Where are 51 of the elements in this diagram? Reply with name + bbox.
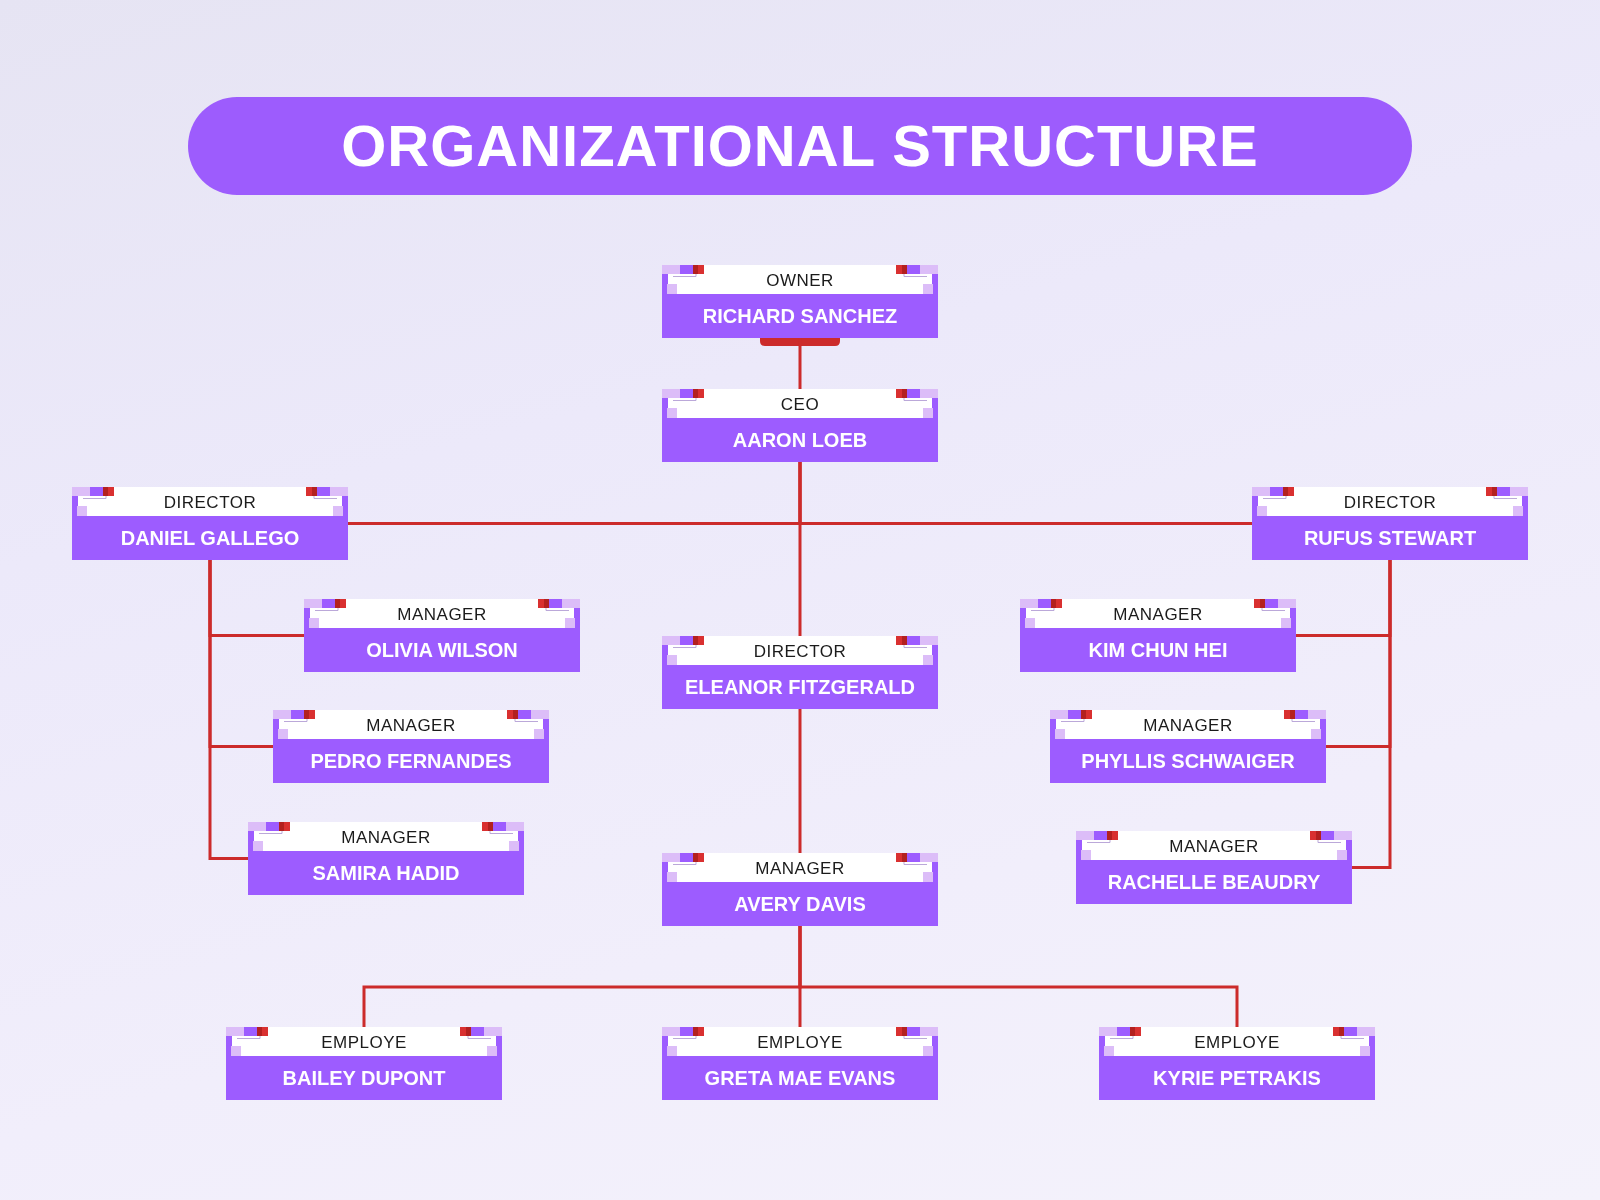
person-name: KIM CHUN HEI — [1088, 638, 1228, 663]
person-name: AVERY DAVIS — [734, 892, 866, 917]
org-card — [248, 822, 524, 895]
person-name: AARON LOEB — [732, 428, 868, 453]
person-name: RACHELLE BEAUDRY — [1107, 870, 1321, 895]
role-title: MANAGER — [1143, 715, 1233, 737]
role-title: DIRECTOR — [1343, 492, 1437, 514]
person-name: SAMIRA HADID — [312, 861, 460, 886]
org-card — [72, 487, 348, 560]
person-name: RUFUS STEWART — [1303, 526, 1477, 551]
role-title: EMPLOYE — [757, 1032, 843, 1054]
role-title: MANAGER — [341, 827, 431, 849]
person-name: KYRIE PETRAKIS — [1153, 1066, 1321, 1091]
org-card — [662, 636, 938, 709]
person-name: GRETA MAE EVANS — [704, 1066, 896, 1091]
org-card — [662, 265, 938, 338]
role-title: OWNER — [766, 270, 834, 292]
org-card — [226, 1027, 502, 1100]
person-name: BAILEY DUPONT — [282, 1066, 446, 1091]
org-card — [1020, 599, 1296, 672]
org-card — [1252, 487, 1528, 560]
role-title: MANAGER — [1113, 604, 1203, 626]
role-title: DIRECTOR — [163, 492, 257, 514]
person-name: OLIVIA WILSON — [366, 638, 518, 663]
person-name: PEDRO FERNANDES — [310, 749, 512, 774]
role-title: CEO — [780, 394, 820, 416]
connector-line — [208, 560, 248, 860]
person-name: PHYLLIS SCHWAIGER — [1081, 749, 1295, 774]
title-text: ORGANIZATIONAL STRUCTURE — [341, 113, 1259, 179]
person-name: ELEANOR FITZGERALD — [685, 675, 915, 700]
org-card — [662, 853, 938, 926]
role-title: EMPLOYE — [1194, 1032, 1280, 1054]
org-card — [662, 389, 938, 462]
connector-line — [798, 462, 802, 636]
org-card — [273, 710, 549, 783]
org-card — [304, 599, 580, 672]
person-name: RICHARD SANCHEZ — [702, 304, 898, 329]
role-title: EMPLOYE — [321, 1032, 407, 1054]
org-card — [662, 1027, 938, 1100]
person-name: DANIEL GALLEGO — [120, 526, 300, 551]
connector-line — [798, 926, 1239, 1027]
connector-line — [1352, 560, 1392, 869]
org-card — [1076, 831, 1352, 904]
role-title: MANAGER — [1169, 836, 1259, 858]
role-title: MANAGER — [397, 604, 487, 626]
role-title: MANAGER — [755, 858, 845, 880]
org-card — [1050, 710, 1326, 783]
role-title: DIRECTOR — [753, 641, 847, 663]
connector-line — [798, 709, 802, 853]
org-card — [1099, 1027, 1375, 1100]
role-title: MANAGER — [366, 715, 456, 737]
